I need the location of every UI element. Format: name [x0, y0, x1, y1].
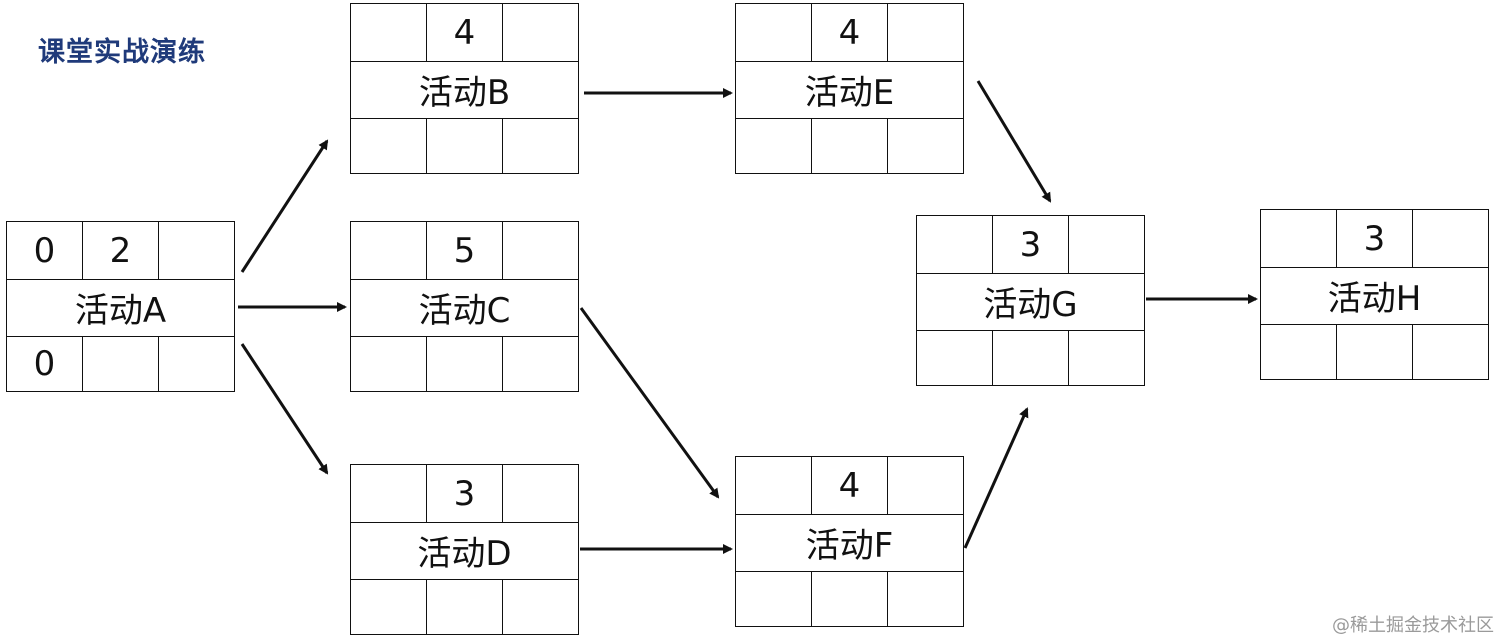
early-start-cell: 0: [33, 230, 56, 271]
activity-name: 活动F: [805, 526, 894, 566]
duration-cell: 4: [426, 4, 502, 61]
early-start-cell: [736, 4, 811, 61]
early-start-cell: [1261, 210, 1336, 267]
activity-node-a: 0 2 活动A 0: [6, 221, 235, 392]
early-finish-cell: [887, 4, 963, 61]
watermark: @稀土掘金技术社区: [1332, 615, 1494, 636]
total-float-cell: [426, 118, 502, 173]
early-start-cell: [351, 4, 426, 61]
duration-cell: 5: [426, 222, 502, 279]
total-float-cell: [992, 330, 1068, 385]
duration-cell: 3: [992, 216, 1068, 273]
late-start-cell: [351, 579, 426, 634]
arrow-e-g: [976, 80, 1052, 203]
activity-node-h: 3 活动H: [1260, 209, 1489, 380]
late-finish-cell: [1068, 330, 1144, 385]
late-start-cell: [917, 330, 992, 385]
activity-node-e: 4 活动E: [735, 3, 964, 174]
early-finish-cell: [1068, 216, 1144, 273]
early-finish-cell: [1412, 210, 1488, 267]
arrow-f-g: [963, 407, 1029, 549]
early-finish-cell: [158, 222, 234, 279]
page-title: 课堂实战演练: [38, 37, 206, 68]
late-finish-cell: [887, 571, 963, 626]
activity-name: 活动E: [804, 73, 895, 113]
early-finish-cell: [502, 222, 578, 279]
total-float-cell: [426, 579, 502, 634]
activity-name: 活动G: [983, 285, 1078, 325]
late-start-cell: 0: [33, 343, 56, 384]
activity-node-g: 3 活动G: [916, 215, 1145, 386]
early-start-cell: [917, 216, 992, 273]
late-finish-cell: [502, 336, 578, 391]
activity-name: 活动C: [418, 291, 511, 331]
late-finish-cell: [502, 579, 578, 634]
early-start-cell: [351, 222, 426, 279]
total-float-cell: [811, 571, 887, 626]
total-float-cell: [811, 118, 887, 173]
activity-name: 活动B: [418, 73, 511, 113]
late-start-cell: [351, 336, 426, 391]
activity-name: 活动H: [1327, 279, 1422, 319]
duration-cell: 4: [811, 457, 887, 514]
late-finish-cell: [887, 118, 963, 173]
total-float-cell: [426, 336, 502, 391]
arrow-a-d: [240, 343, 329, 475]
activity-name: 活动D: [417, 534, 512, 574]
duration-cell: 2: [82, 222, 158, 279]
total-float-cell: [1336, 324, 1412, 379]
activity-node-d: 3 活动D: [350, 464, 579, 635]
late-start-cell: [351, 118, 426, 173]
activity-node-f: 4 活动F: [735, 456, 964, 627]
duration-cell: 4: [811, 4, 887, 61]
duration-cell: 3: [426, 465, 502, 522]
late-start-cell: [736, 118, 811, 173]
arrow-a-b: [240, 139, 329, 273]
activity-node-c: 5 活动C: [350, 221, 579, 392]
late-start-cell: [1261, 324, 1336, 379]
early-start-cell: [351, 465, 426, 522]
late-finish-cell: [158, 336, 234, 391]
early-finish-cell: [502, 4, 578, 61]
duration-cell: 3: [1336, 210, 1412, 267]
late-finish-cell: [502, 118, 578, 173]
early-finish-cell: [502, 465, 578, 522]
arrow-c-f: [579, 307, 720, 499]
early-start-cell: [736, 457, 811, 514]
early-finish-cell: [887, 457, 963, 514]
activity-name: 活动A: [74, 291, 167, 331]
activity-node-b: 4 活动B: [350, 3, 579, 174]
total-float-cell: [82, 336, 158, 391]
late-start-cell: [736, 571, 811, 626]
late-finish-cell: [1412, 324, 1488, 379]
